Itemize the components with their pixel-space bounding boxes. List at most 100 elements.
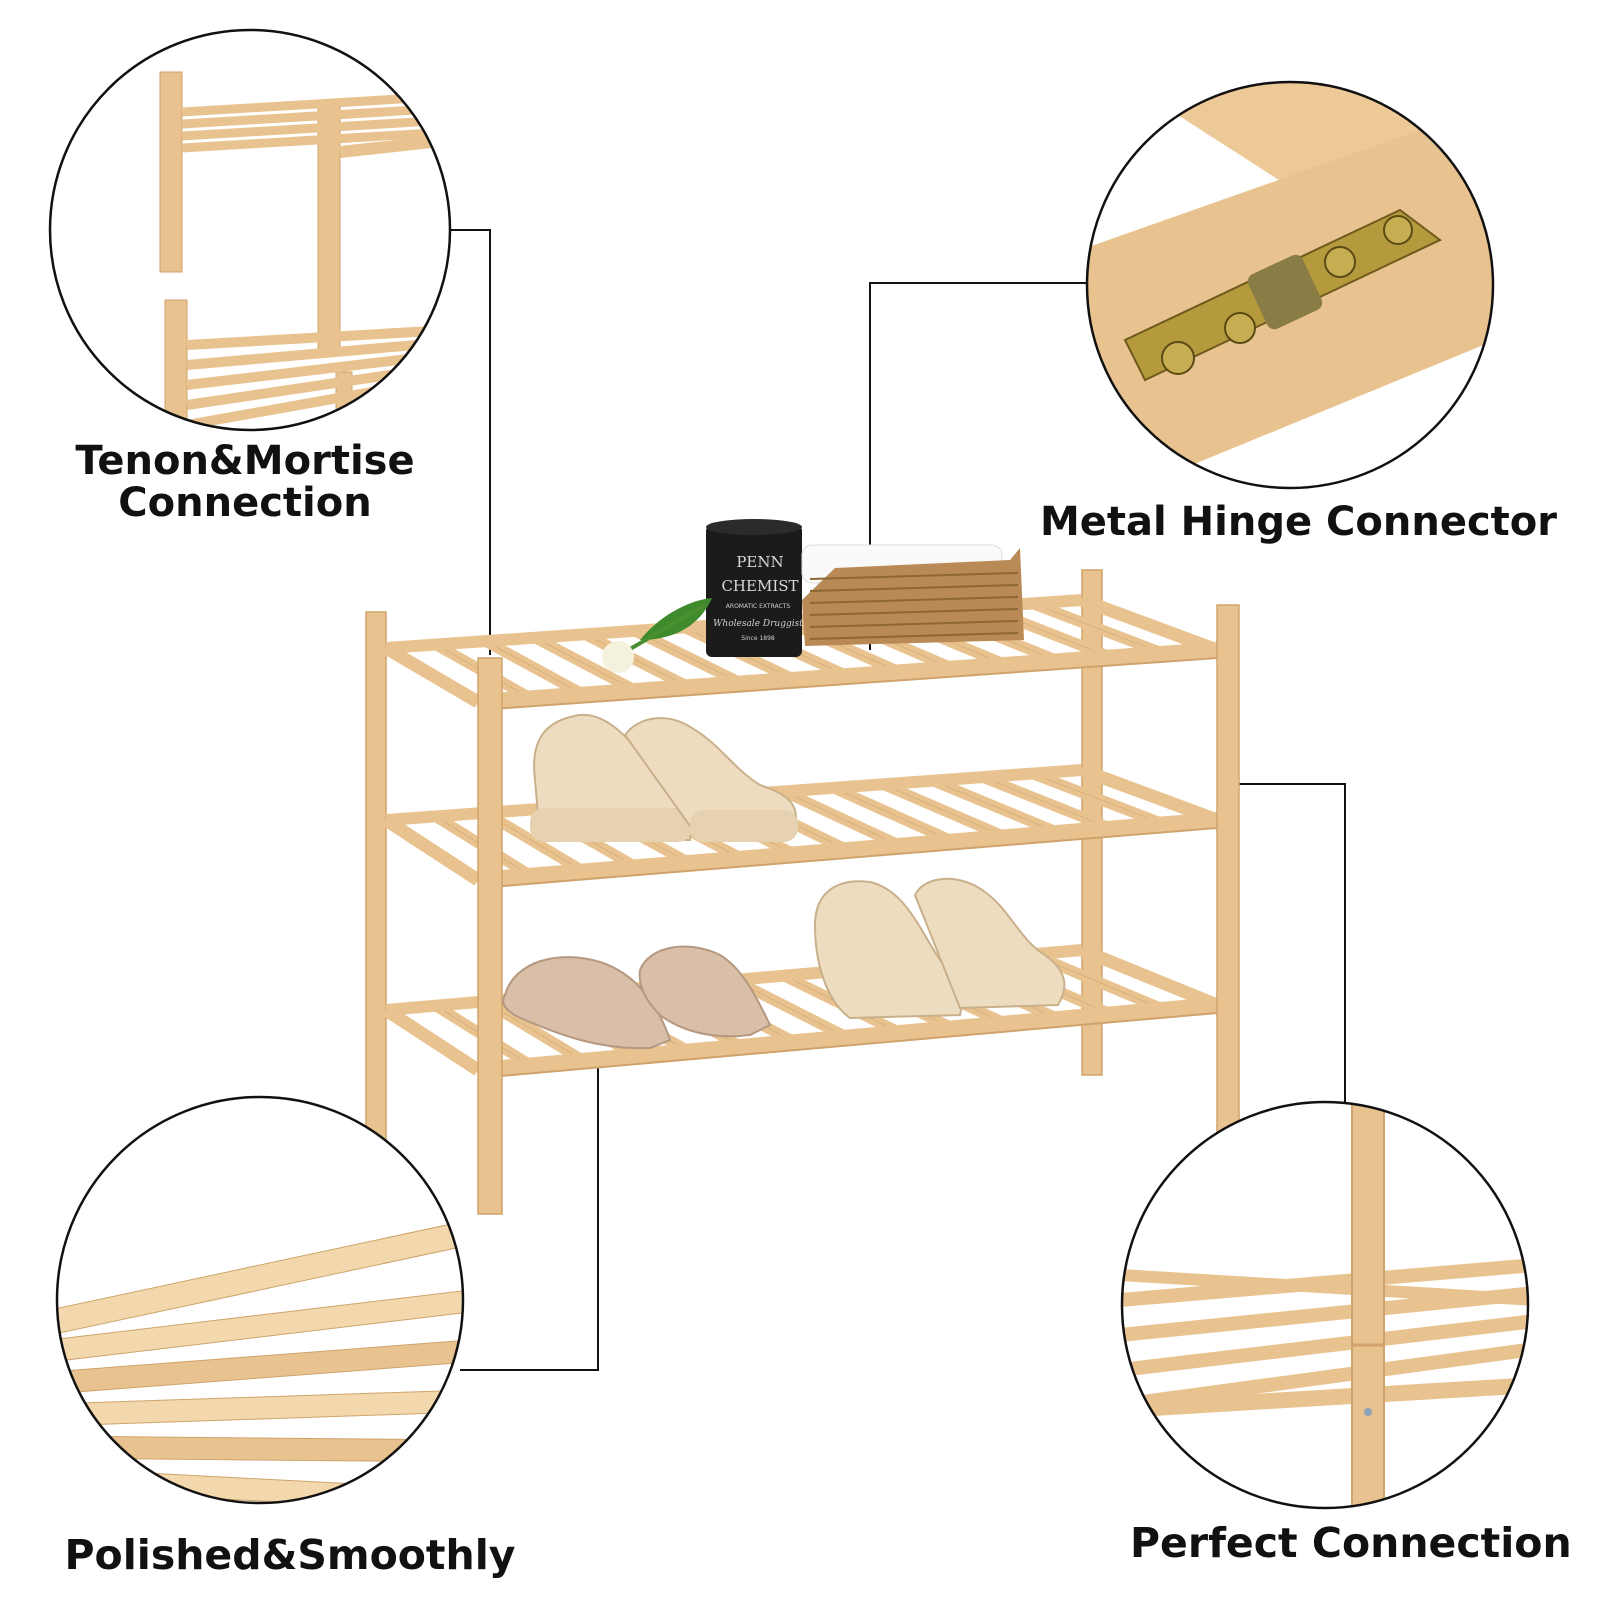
polished-front-rail — [57, 1219, 463, 1336]
slippers — [502, 945, 772, 1050]
tenon-label-line2: Connection — [118, 480, 372, 526]
shelf-front-rail-shadow — [477, 1012, 1218, 1079]
shelf-side-rail-right — [1079, 763, 1220, 827]
slipper-left — [502, 956, 672, 1050]
jar-body — [706, 525, 802, 657]
weave-line — [809, 620, 1019, 628]
detail-polished — [55, 1095, 465, 1505]
sneaker-bottom-right — [913, 877, 1066, 1010]
callout-lines — [447, 229, 1346, 1371]
sneaker-right — [623, 717, 798, 842]
shelf-front-rail — [477, 997, 1218, 1078]
rack-leg-front-left — [477, 657, 503, 1215]
jar-brand-line1: PENN — [736, 553, 783, 571]
weave-line — [809, 572, 1019, 580]
shelf-slat-edge — [1032, 773, 1165, 825]
shelf-front-rail-shadow — [477, 827, 1218, 889]
polished-slat — [57, 1435, 463, 1463]
weave-line — [809, 608, 1019, 616]
detail-tenon-mortise — [48, 28, 452, 432]
shelf-side-rail-right — [1079, 593, 1220, 657]
tenon-callout-line — [447, 229, 491, 655]
tenon-upper-slat — [181, 115, 450, 141]
perfect-callout-line — [1235, 783, 1346, 1108]
jar-subline: AROMATIC EXTRACTS — [726, 603, 791, 610]
candle-jar: PENN CHEMIST AROMATIC EXTRACTS Wholesale… — [706, 519, 803, 657]
polished-callout-line — [460, 1068, 599, 1371]
shelf-slat-edge — [1032, 602, 1165, 655]
shelf-side-rail-right — [1079, 943, 1220, 1012]
weave-line — [809, 632, 1019, 640]
connection-front-rail — [1122, 1377, 1528, 1418]
hinge-screw-1 — [1161, 341, 1195, 375]
jar-rim — [706, 519, 802, 535]
sneakers-middle — [530, 713, 798, 842]
shelf-front-rail — [477, 812, 1218, 888]
metal-hinge-label: Metal Hinge Connector — [1040, 499, 1557, 545]
hinge-knuckle — [1247, 254, 1323, 330]
tenon-mortise-label: Tenon&Mortise Connection — [55, 440, 435, 524]
tenon-post-lower-left — [164, 299, 188, 430]
shelf-slat-edge — [783, 620, 901, 673]
shelf-slat-edge — [584, 633, 690, 688]
shelf-slat-edge — [733, 979, 848, 1038]
hinge-screw-3 — [1324, 246, 1356, 278]
tenon-upper-slat — [181, 103, 450, 129]
shelf-side-rail-left — [382, 642, 482, 708]
polished-slat — [57, 1389, 463, 1427]
shelf-side-rail-left — [382, 814, 482, 886]
connection-detail-wood — [1122, 1102, 1528, 1508]
shoe-rack — [365, 569, 1240, 1215]
weave-line — [809, 584, 1019, 592]
polished-slat — [57, 1289, 463, 1363]
connection-back-rail — [1122, 1269, 1528, 1306]
connection-slat — [1122, 1314, 1528, 1377]
connection-screw — [1364, 1408, 1372, 1416]
basket-weave — [809, 572, 1019, 640]
flower-leaf — [640, 598, 712, 640]
detail-circle-tr — [1085, 80, 1495, 490]
detail-circle-br — [1120, 1100, 1530, 1510]
detail-circle-bl — [55, 1095, 465, 1505]
shelf-slat-edge — [783, 790, 901, 847]
woven-basket — [801, 544, 1024, 646]
shelf-side-rail-left — [382, 1004, 482, 1076]
shelf-slat-edge — [833, 787, 954, 842]
detail-metal-hinge — [1085, 80, 1495, 490]
jar-since: Since 1898 — [741, 635, 775, 642]
hinge-screw-2 — [1224, 312, 1256, 344]
shelf-slat-edge — [485, 640, 584, 696]
shelf-front-rail — [477, 642, 1218, 710]
sneakers-bottom — [813, 877, 1066, 1020]
shelf-slat-edge — [982, 776, 1112, 830]
slipper-right — [638, 945, 772, 1038]
shelf-slat-edge — [534, 637, 637, 692]
polished-smoothly-label: Polished&Smoothly — [64, 1531, 516, 1579]
flower — [602, 598, 712, 673]
flower-stem — [618, 603, 707, 657]
tenon-lower-slat — [186, 325, 450, 350]
jar-brand-line2: CHEMIST — [721, 577, 798, 595]
tenon-lower-slat — [186, 337, 450, 370]
shelf-slat-edge — [882, 783, 1007, 838]
flower-bud — [602, 641, 634, 673]
hinge-callout-line — [869, 282, 1100, 650]
shelf-front-rail-shadow — [477, 657, 1218, 711]
tenon-label-line1: Tenon&Mortise — [75, 438, 415, 484]
polished-slat — [57, 1339, 463, 1395]
tenon-post-upper-left — [159, 71, 183, 273]
connection-leg — [1351, 1102, 1385, 1508]
sneaker-right-sole — [690, 810, 798, 842]
detail-perfect-connection — [1120, 1100, 1530, 1510]
perfect-connection-label: Perfect Connection — [1130, 1519, 1572, 1567]
hinge-screw-4 — [1383, 215, 1413, 245]
rack-leg-back-left — [365, 611, 387, 1148]
shelf-slat-edge — [634, 630, 743, 684]
detail-circle-tl — [48, 28, 452, 432]
rack-leg-front-right — [1216, 604, 1240, 1136]
tenon-upper-slat — [181, 127, 450, 153]
weave-line — [809, 596, 1019, 604]
sneaker-left-sole — [530, 808, 692, 842]
shelf-slat-edge — [932, 780, 1059, 834]
